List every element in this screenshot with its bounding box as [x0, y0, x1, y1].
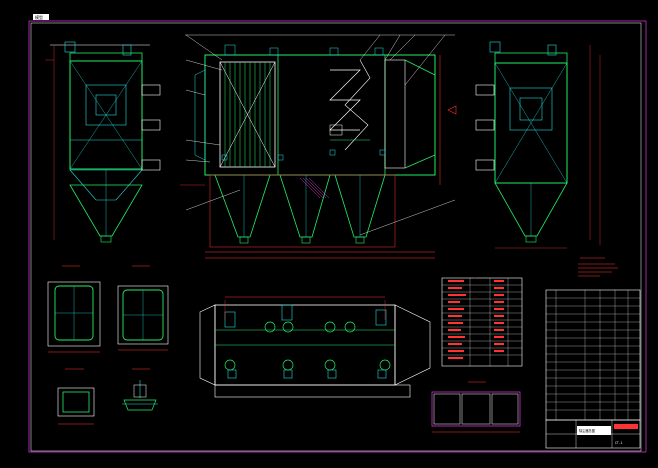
title-block-drawing-number: CT-1 [615, 441, 623, 445]
model-tab[interactable]: 模型 [33, 14, 49, 20]
cell-section-view [431, 381, 521, 433]
detail-view-flange-b [117, 265, 169, 351]
title-block-drawing-name: 除尘器总图 [579, 428, 595, 433]
detail-view-flange-a [47, 265, 101, 353]
plan-view [199, 296, 431, 398]
parts-list-table [441, 277, 523, 367]
technical-notes [578, 257, 618, 277]
right-side-elevation [475, 41, 601, 249]
inner-sheet-border [30, 22, 642, 452]
left-side-elevation [45, 41, 161, 243]
detail-view-hopper-section [122, 368, 158, 411]
outer-sheet-border [28, 20, 647, 453]
main-front-elevation [180, 34, 457, 259]
title-block: 除尘器总图 CT-1 [545, 289, 641, 449]
model-tab-label: 模型 [35, 14, 43, 20]
detail-view-support [57, 368, 95, 425]
